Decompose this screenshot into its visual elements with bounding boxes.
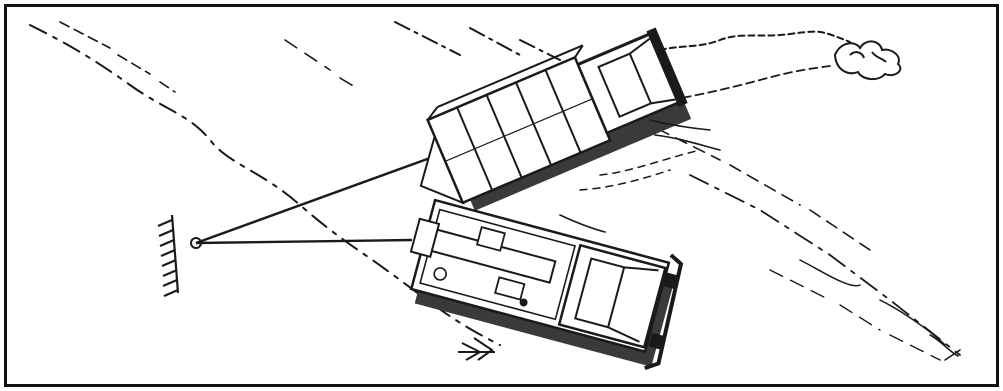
road-edge-right [640, 120, 870, 250]
road-edge-lower-right [690, 175, 960, 355]
cable-to-lower-vehicle [196, 240, 412, 243]
bush [835, 41, 900, 79]
road-edge-top [395, 22, 560, 60]
road-center-lower [770, 270, 940, 360]
road-edge-upper [60, 22, 175, 92]
direction-arrow-icon [458, 338, 495, 360]
road-center-dash [285, 40, 360, 90]
anchor-wall [158, 215, 178, 296]
cables [196, 158, 430, 243]
cable-to-upper-vehicle [196, 158, 430, 243]
terrain-squiggle-mid [670, 66, 830, 100]
upper-truck [395, 16, 694, 226]
terrain-squiggle-right [800, 260, 945, 345]
terrain-squiggle-top [660, 32, 850, 50]
lower-truck [397, 190, 686, 371]
